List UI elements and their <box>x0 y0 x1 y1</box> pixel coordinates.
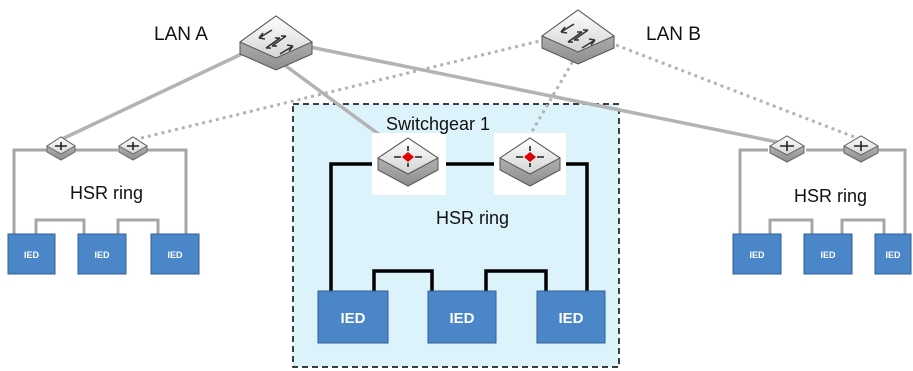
right-ring-ieds: IED IED IED <box>732 233 912 275</box>
ied-device-icon: IED <box>427 290 497 344</box>
hsr-ring-left-label: HSR ring <box>70 183 143 203</box>
left-ring-ieds: IED IED IED <box>7 233 200 275</box>
right-ring-switch-1-icon <box>768 135 806 163</box>
hsr-ring-center-label: HSR ring <box>436 208 509 228</box>
ied-label: IED <box>24 250 40 260</box>
ied-label: IED <box>449 310 474 327</box>
ied-label: IED <box>749 250 765 260</box>
ied-device-icon: IED <box>317 290 389 344</box>
center-ring-ieds: IED IED IED <box>317 290 606 344</box>
center-ring-wiring <box>329 162 589 291</box>
ied-label: IED <box>820 250 836 260</box>
ied-label: IED <box>558 310 583 327</box>
right-ring-wiring <box>738 148 907 234</box>
lan-b-label: LAN B <box>646 24 701 45</box>
ied-device-icon: IED <box>803 233 853 275</box>
switchgear-label: Switchgear 1 <box>386 114 490 134</box>
ied-device-icon: IED <box>7 233 56 275</box>
left-ring-switch-2-icon <box>118 136 148 161</box>
lan-a-label: LAN A <box>154 24 208 45</box>
ied-device-icon: IED <box>150 233 200 275</box>
left-ring-wiring <box>12 148 188 234</box>
ied-device-icon: IED <box>874 233 912 275</box>
left-ring-switch-1-icon <box>46 136 76 161</box>
ied-device-icon: IED <box>536 290 606 344</box>
switchgear-switch-2-icon <box>499 137 561 187</box>
ied-device-icon: IED <box>77 233 127 275</box>
ied-label: IED <box>340 310 365 327</box>
ied-label: IED <box>885 250 901 260</box>
lan-a-switch-icon <box>239 15 313 71</box>
ied-label: IED <box>94 250 110 260</box>
switchgear-switch-1-icon <box>377 137 439 187</box>
ied-device-icon: IED <box>732 233 782 275</box>
ied-label: IED <box>167 250 183 260</box>
right-ring-switch-2-icon <box>842 135 880 163</box>
lan-b-switch-icon <box>541 9 615 65</box>
hsr-ring-right-label: HSR ring <box>794 186 867 206</box>
